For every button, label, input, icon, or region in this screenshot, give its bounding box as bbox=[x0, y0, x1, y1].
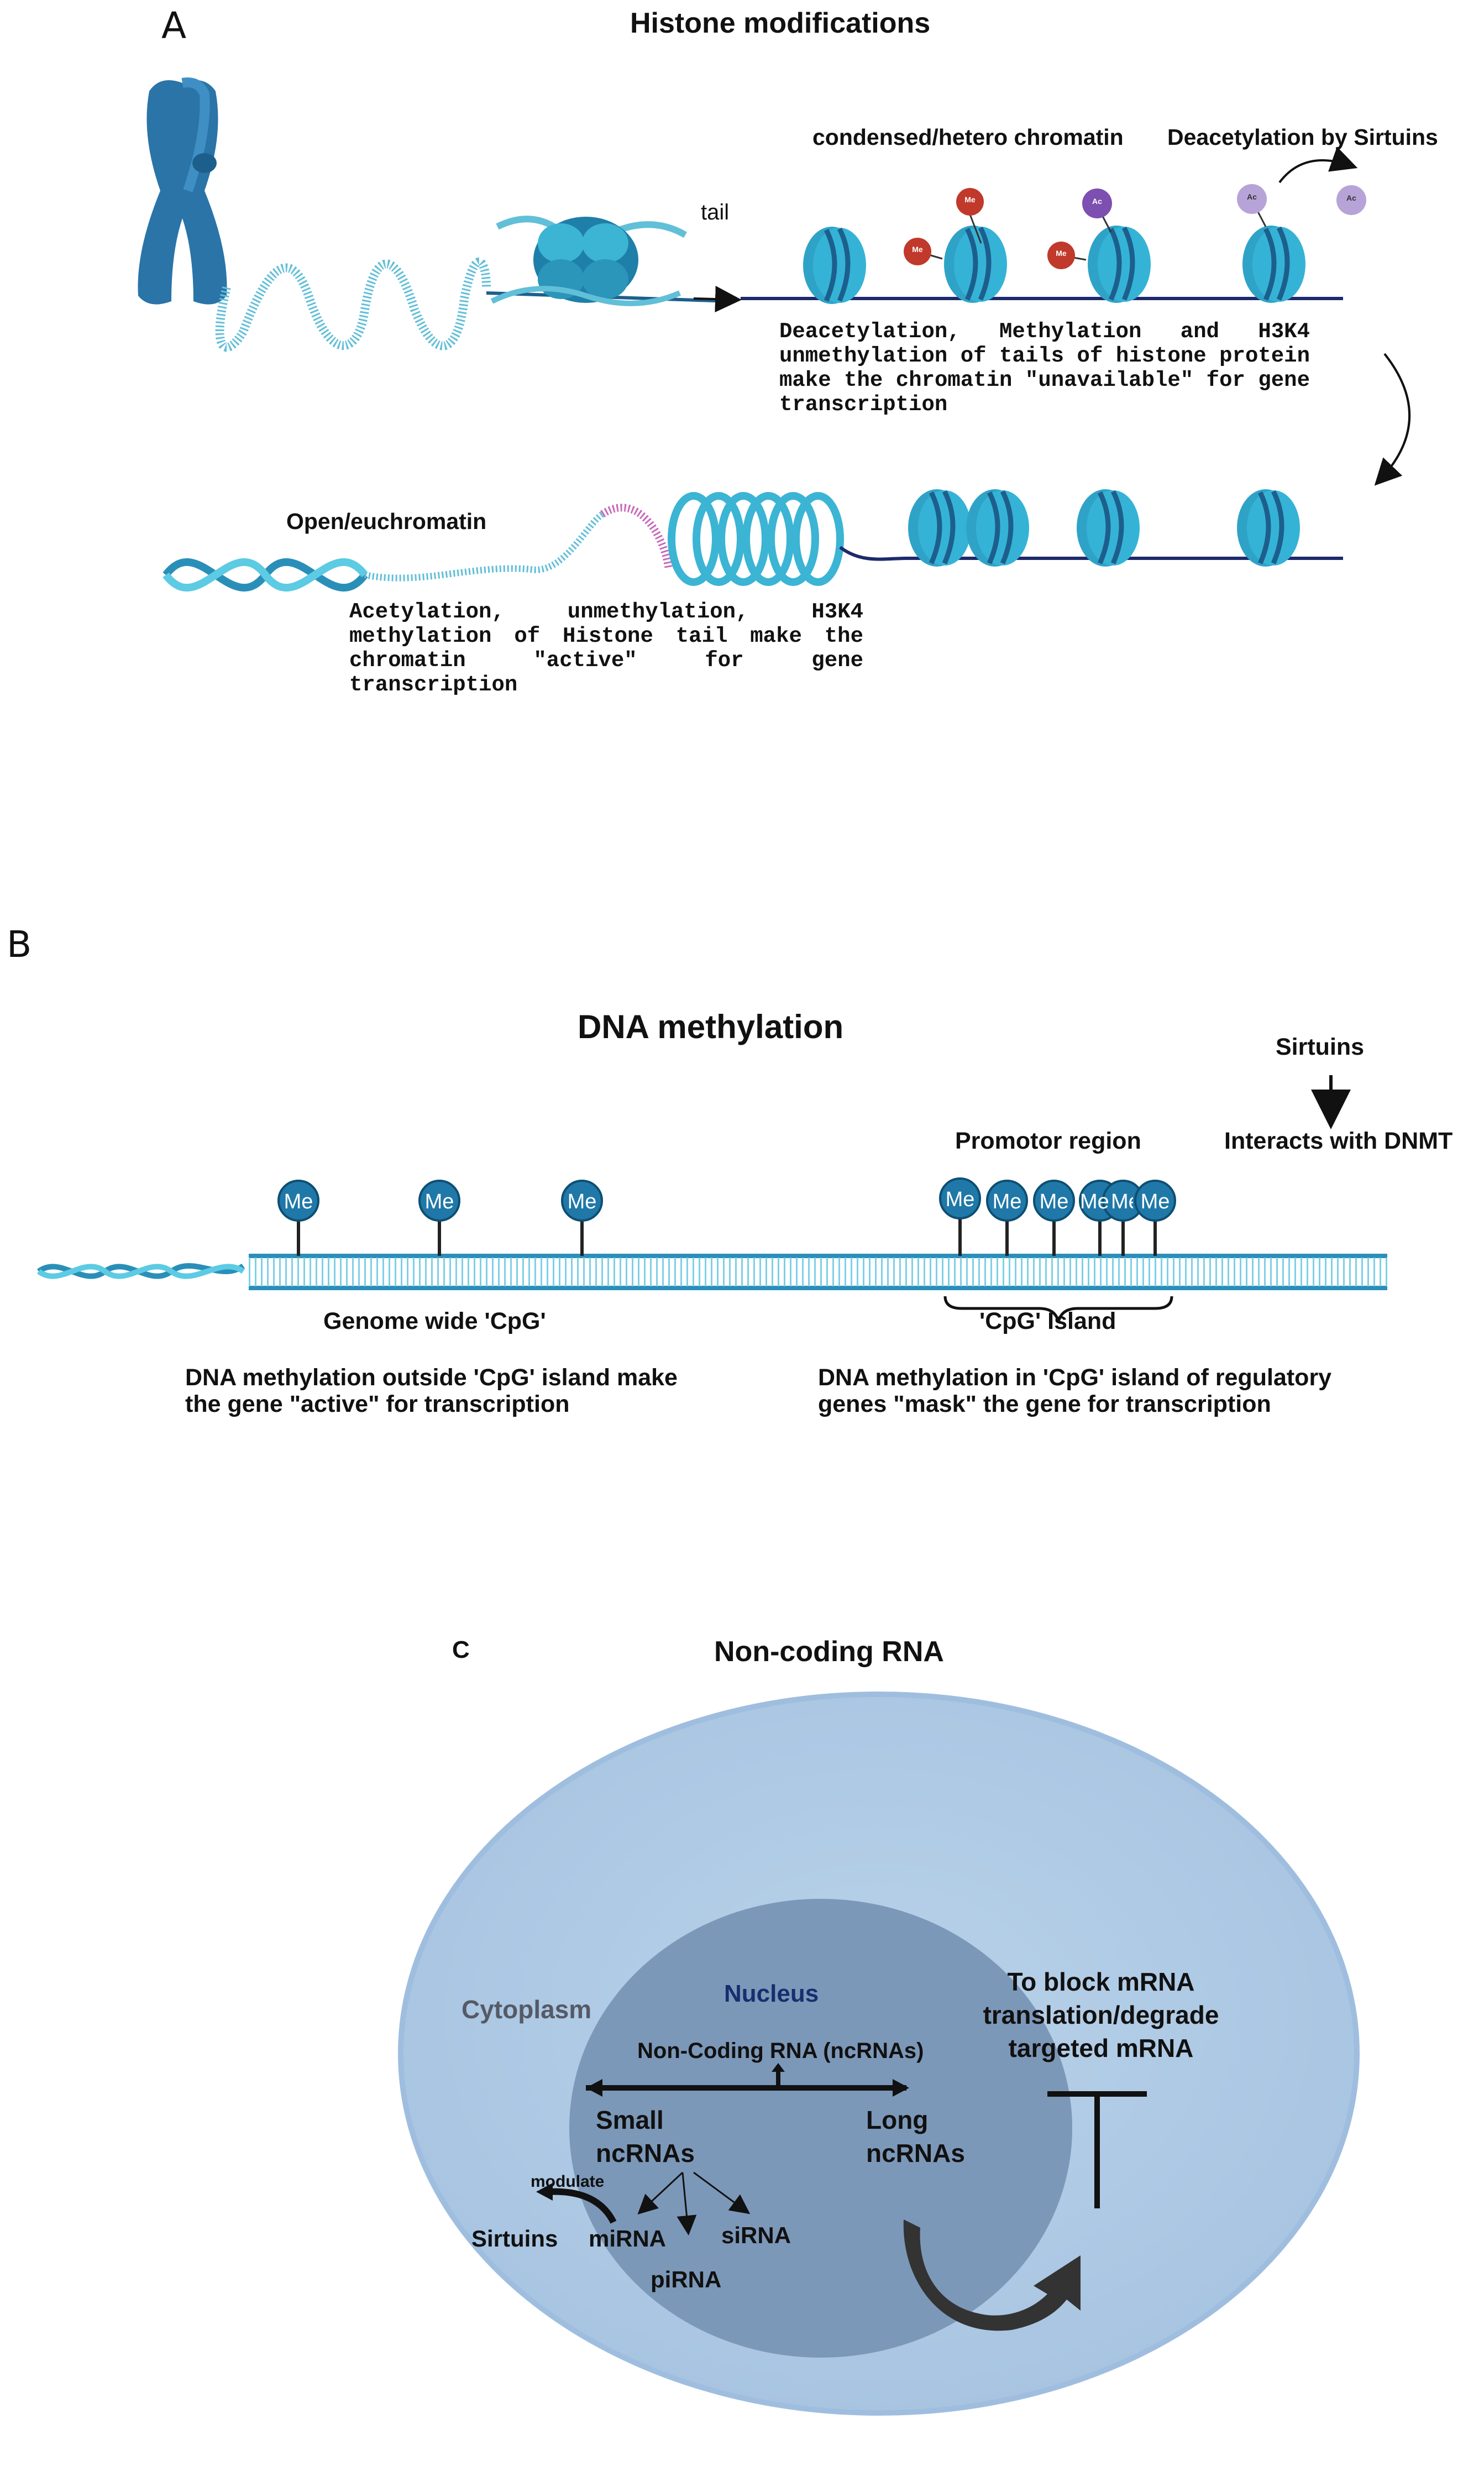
curved-flow-arrow bbox=[903, 2219, 1081, 2331]
panel-c-title: Non-coding RNA bbox=[714, 1636, 944, 1668]
sirna-label: siRNA bbox=[721, 2222, 791, 2248]
transition-arrow bbox=[1374, 353, 1411, 486]
open-description: Acetylation, unmethylation, H3K4 methyla… bbox=[349, 600, 863, 697]
me-pins-promotor bbox=[939, 1177, 1176, 1256]
me-mark: Me bbox=[964, 195, 976, 204]
panel-a-title: Histone modifications bbox=[630, 7, 931, 39]
me-marks-histone bbox=[904, 188, 1087, 269]
me-mark: Me bbox=[945, 1188, 975, 1211]
me-mark: Me bbox=[284, 1190, 313, 1213]
mirna-label: miRNA bbox=[589, 2226, 667, 2251]
panel-c-letter: C bbox=[452, 1636, 470, 1663]
sirtuins-label: Sirtuins bbox=[1276, 1034, 1365, 1060]
chromatin-fiber bbox=[215, 257, 491, 352]
condensed-chromatin bbox=[741, 226, 1343, 304]
me-mark: Me bbox=[1056, 249, 1067, 258]
small-ncrnas-label: Small ncRNAs bbox=[596, 2106, 695, 2167]
tail-label: tail bbox=[701, 200, 730, 224]
chromosome bbox=[138, 77, 227, 305]
deacetylation-arrow bbox=[1278, 146, 1358, 184]
me-mark: Me bbox=[1080, 1190, 1109, 1213]
long-ncrnas-label: Long ncRNAs bbox=[866, 2106, 965, 2167]
nucleus-label: Nucleus bbox=[724, 1980, 819, 2007]
me-mark: Me bbox=[1140, 1190, 1170, 1213]
ac-mark: Ac bbox=[1346, 193, 1356, 202]
nucleosome-core bbox=[486, 216, 742, 313]
cpg-island-label: 'CpG' Island bbox=[979, 1308, 1116, 1334]
panel-b-title: DNA methylation bbox=[578, 1008, 844, 1045]
open-chromatin-label: Open/euchromatin bbox=[286, 509, 487, 534]
ac-mark: Ac bbox=[1247, 192, 1257, 201]
genome-wide-cpg-label: Genome wide 'CpG' bbox=[323, 1308, 546, 1334]
me-pins-genome bbox=[277, 1180, 603, 1256]
interacts-dnmt-label: Interacts with DNMT bbox=[1224, 1128, 1453, 1154]
cpg-island-brace bbox=[943, 1296, 1173, 1323]
me-mark: Me bbox=[567, 1190, 597, 1213]
nucleus bbox=[569, 1899, 1072, 2358]
condensed-chromatin-label: condensed/hetero chromatin bbox=[812, 124, 1124, 150]
deacetylation-label: Deacetylation by Sirtuins bbox=[1167, 124, 1438, 150]
block-mrna-label: To block mRNA translation/degrade target… bbox=[983, 1967, 1219, 2062]
open-chromatin bbox=[162, 489, 1343, 592]
me-mark: Me bbox=[424, 1190, 454, 1213]
modulate-label: modulate bbox=[531, 2172, 605, 2191]
me-mark: Me bbox=[1111, 1190, 1133, 1213]
inside-cpg-description: DNA methylation in 'CpG' island of regul… bbox=[818, 1364, 1332, 1417]
panel-b-letter: B bbox=[7, 923, 32, 966]
me-mark: Me bbox=[912, 245, 923, 254]
panel-a-letter: A bbox=[161, 4, 187, 47]
cytoplasm-label: Cytoplasm bbox=[462, 1995, 592, 2024]
dna-strand bbox=[37, 1254, 1387, 1290]
me-mark: Me bbox=[992, 1190, 1022, 1213]
promotor-region-label: Promotor region bbox=[955, 1128, 1141, 1154]
sirtuins-c-label: Sirtuins bbox=[471, 2226, 558, 2251]
ncrna-label: Non-Coding RNA (ncRNAs) bbox=[637, 2039, 924, 2063]
condensed-description: Deacetylation, Methylation and H3K4 unme… bbox=[779, 320, 1310, 417]
pirna-label: piRNA bbox=[651, 2266, 722, 2292]
inhibition-symbol bbox=[1047, 2091, 1147, 2208]
ac-mark: Ac bbox=[1092, 197, 1102, 206]
ac-marks-histone bbox=[1082, 184, 1366, 233]
ncrna-arrows bbox=[536, 2063, 909, 2235]
me-mark: Me bbox=[1039, 1190, 1069, 1213]
outside-cpg-description: DNA methylation outside 'CpG' island mak… bbox=[185, 1364, 678, 1417]
